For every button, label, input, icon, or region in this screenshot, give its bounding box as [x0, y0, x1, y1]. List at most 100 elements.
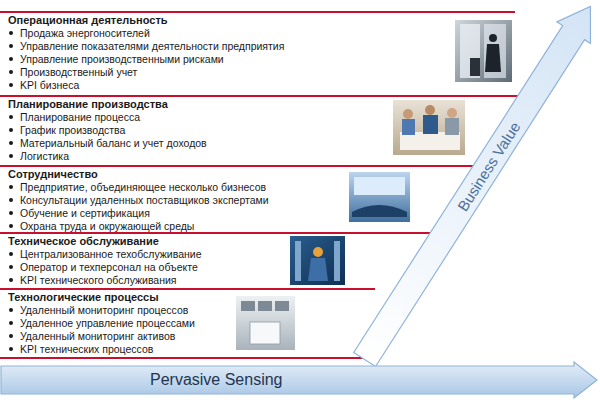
bullet-dot: [9, 154, 13, 158]
bullet-item: Удаленное управление процессами: [8, 317, 375, 330]
level-band: Планирование производстваПланирование пр…: [0, 95, 525, 165]
panel-photo: [236, 296, 295, 350]
heading-text: Техническое обслуживание: [8, 235, 159, 247]
photo-frame: [393, 100, 465, 155]
bullet-item: KPI технического обслуживания: [8, 274, 440, 287]
level-band: Технологические процессыУдаленный монито…: [0, 288, 375, 357]
screen-shape: [258, 301, 272, 311]
person-head: [403, 109, 413, 119]
item-text: Удаленное управление процессами: [20, 317, 195, 329]
chair-shape: [470, 58, 480, 76]
item-text: Охрана труда и окружающей среды: [20, 220, 194, 232]
band-heading: Сотрудничество: [8, 168, 495, 181]
bullet-dot: [9, 185, 13, 189]
person-body: [445, 118, 459, 135]
item-text: Управление показателями деятельности пре…: [20, 40, 284, 52]
level-band: Техническое обслуживаниеЦентрализованное…: [0, 232, 440, 288]
bullet-dot: [9, 224, 13, 228]
person-body: [423, 115, 438, 134]
item-text: Оператор и техперсонал на объекте: [20, 261, 198, 273]
person-head: [489, 34, 497, 42]
bullet-item: KPI технических процессов: [8, 343, 375, 356]
item-text: Продажа энергоносителей: [20, 27, 150, 39]
person-body: [485, 44, 501, 72]
maintenance-photo: [290, 236, 345, 285]
photo-frame: [290, 236, 345, 285]
bullet-dot: [9, 198, 13, 202]
item-text: KPI технических процессов: [20, 343, 153, 355]
bullet-item: KPI бизнеса: [8, 79, 515, 92]
bullet-dot: [9, 308, 13, 312]
bullet-dot: [9, 115, 13, 119]
bullet-dot: [9, 83, 13, 87]
bullet-item: Планирование процесса: [8, 111, 525, 124]
bullet-item: Материальный баланс и учет доходов: [8, 137, 525, 150]
bullet-item: Продажа энергоносителей: [8, 27, 515, 40]
arrow-shape: [0, 361, 598, 399]
item-text: KPI бизнеса: [20, 79, 79, 91]
arrow-label: Pervasive Sensing: [150, 371, 283, 389]
bullet-item: Оператор и техперсонал на объекте: [8, 261, 440, 274]
hard-hat: [313, 247, 323, 257]
pipe-shape: [334, 241, 340, 281]
level-band: СотрудничествоПредприятие, объединяющее …: [0, 165, 495, 232]
bullet-dot: [9, 321, 13, 325]
band-heading: Технологические процессы: [8, 291, 375, 304]
console-shape: [250, 322, 280, 344]
item-text: Удаленный мониторинг процессов: [20, 304, 188, 316]
control-room-photo: [349, 172, 410, 222]
photo-frame: [349, 172, 410, 222]
bullet-dot: [9, 265, 13, 269]
heading-text: Планирование производства: [8, 98, 168, 110]
bullet-dot: [9, 57, 13, 61]
bullet-item: Удаленный мониторинг процессов: [8, 304, 375, 317]
office-photo: [455, 20, 512, 82]
item-text: KPI технического обслуживания: [20, 274, 177, 286]
person-head: [425, 105, 435, 115]
photo-frame: [236, 296, 295, 350]
bullet-dot: [9, 141, 13, 145]
bullet-item: Обучение и сертификация: [8, 207, 495, 220]
photo-frame: [455, 20, 512, 82]
person-body: [402, 119, 415, 135]
item-text: Предприятие, объединяющее несколько бизн…: [20, 181, 266, 193]
screen-shape: [275, 301, 289, 311]
arrow-outline: [348, 0, 600, 370]
value-arrow: Pervasive Sensing: [0, 361, 598, 399]
item-text: Управление производственными рисками: [20, 53, 224, 65]
bullet-dot: [9, 44, 13, 48]
item-text: График производства: [20, 124, 125, 136]
bullet-dot: [9, 128, 13, 132]
band-heading: Планирование производства: [8, 98, 525, 111]
video-wall: [354, 177, 405, 195]
item-text: Материальный баланс и учет доходов: [20, 137, 207, 149]
bullet-dot: [9, 278, 13, 282]
bullet-item: Предприятие, объединяющее несколько бизн…: [8, 181, 495, 194]
bullet-item: Управление показателями деятельности пре…: [8, 40, 515, 53]
bullet-dot: [9, 252, 13, 256]
item-text: Централизованное техобслуживание: [20, 248, 202, 260]
band-heading: Операционная деятельность: [8, 14, 515, 27]
bullet-item: График производства: [8, 124, 525, 137]
separator-line: [0, 357, 366, 359]
bullet-dot: [9, 347, 13, 351]
window-pane: [460, 24, 480, 78]
person-head: [447, 108, 457, 118]
item-text: Удаленный мониторинг активов: [20, 330, 175, 342]
heading-text: Операционная деятельность: [8, 14, 168, 26]
bullet-item: Централизованное техобслуживание: [8, 248, 440, 261]
pipe-shape: [295, 241, 301, 281]
item-text: Логистика: [20, 150, 69, 162]
item-text: Консультации удаленных поставщиков экспе…: [20, 194, 269, 206]
arrow-outline: [1, 362, 597, 398]
level-band: Операционная деятельностьПродажа энергон…: [0, 11, 515, 95]
heading-text: Технологические процессы: [8, 291, 159, 303]
bullet-dot: [9, 70, 13, 74]
meeting-photo: [393, 100, 465, 155]
bullet-dot: [9, 31, 13, 35]
bullet-item: Удаленный мониторинг активов: [8, 330, 375, 343]
item-text: Планирование процесса: [20, 111, 140, 123]
item-text: Обучение и сертификация: [20, 207, 150, 219]
arrow-label-box: Pervasive Sensing: [0, 361, 598, 399]
bullet-item: Консультации удаленных поставщиков экспе…: [8, 194, 495, 207]
